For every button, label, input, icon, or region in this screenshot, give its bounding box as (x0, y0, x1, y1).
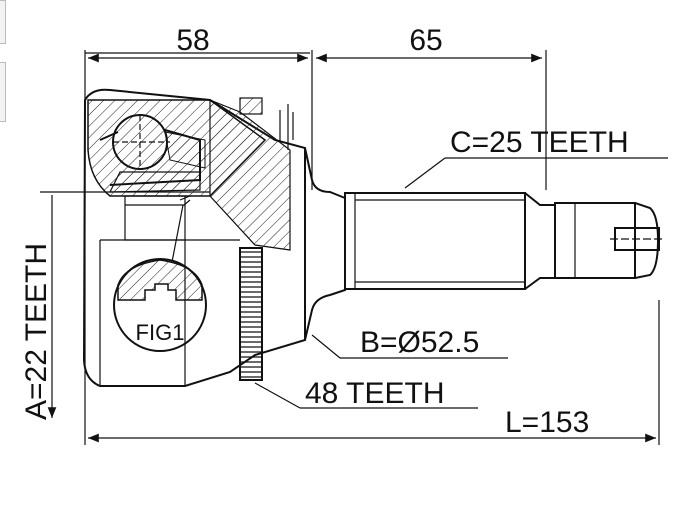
dim-top-right: 65 (409, 24, 442, 57)
abs-ring (239, 247, 263, 381)
bell-housing (82, 88, 306, 387)
label-spline-inner: A=22 TEETH (20, 243, 53, 420)
label-seal-diameter: B=Ø52.5 (360, 326, 479, 359)
edge-tab-bottom (0, 62, 6, 122)
label-spline-outer: C=25 TEETH (450, 126, 629, 159)
label-total-length: L=153 (505, 406, 589, 439)
edge-tab-top (0, 0, 6, 44)
ball-cage (99, 114, 206, 193)
stub-shaft (304, 147, 665, 341)
leader-lines (254, 157, 668, 409)
fig1-detail: FIG1 (113, 204, 207, 352)
dimension-arrows (47, 53, 656, 443)
label-abs-ring: 48 TEETH (305, 377, 445, 410)
boot-clamp (239, 97, 294, 150)
dim-top-left: 58 (176, 24, 209, 57)
inner-race (124, 195, 191, 241)
fig1-label: FIG1 (136, 320, 185, 345)
